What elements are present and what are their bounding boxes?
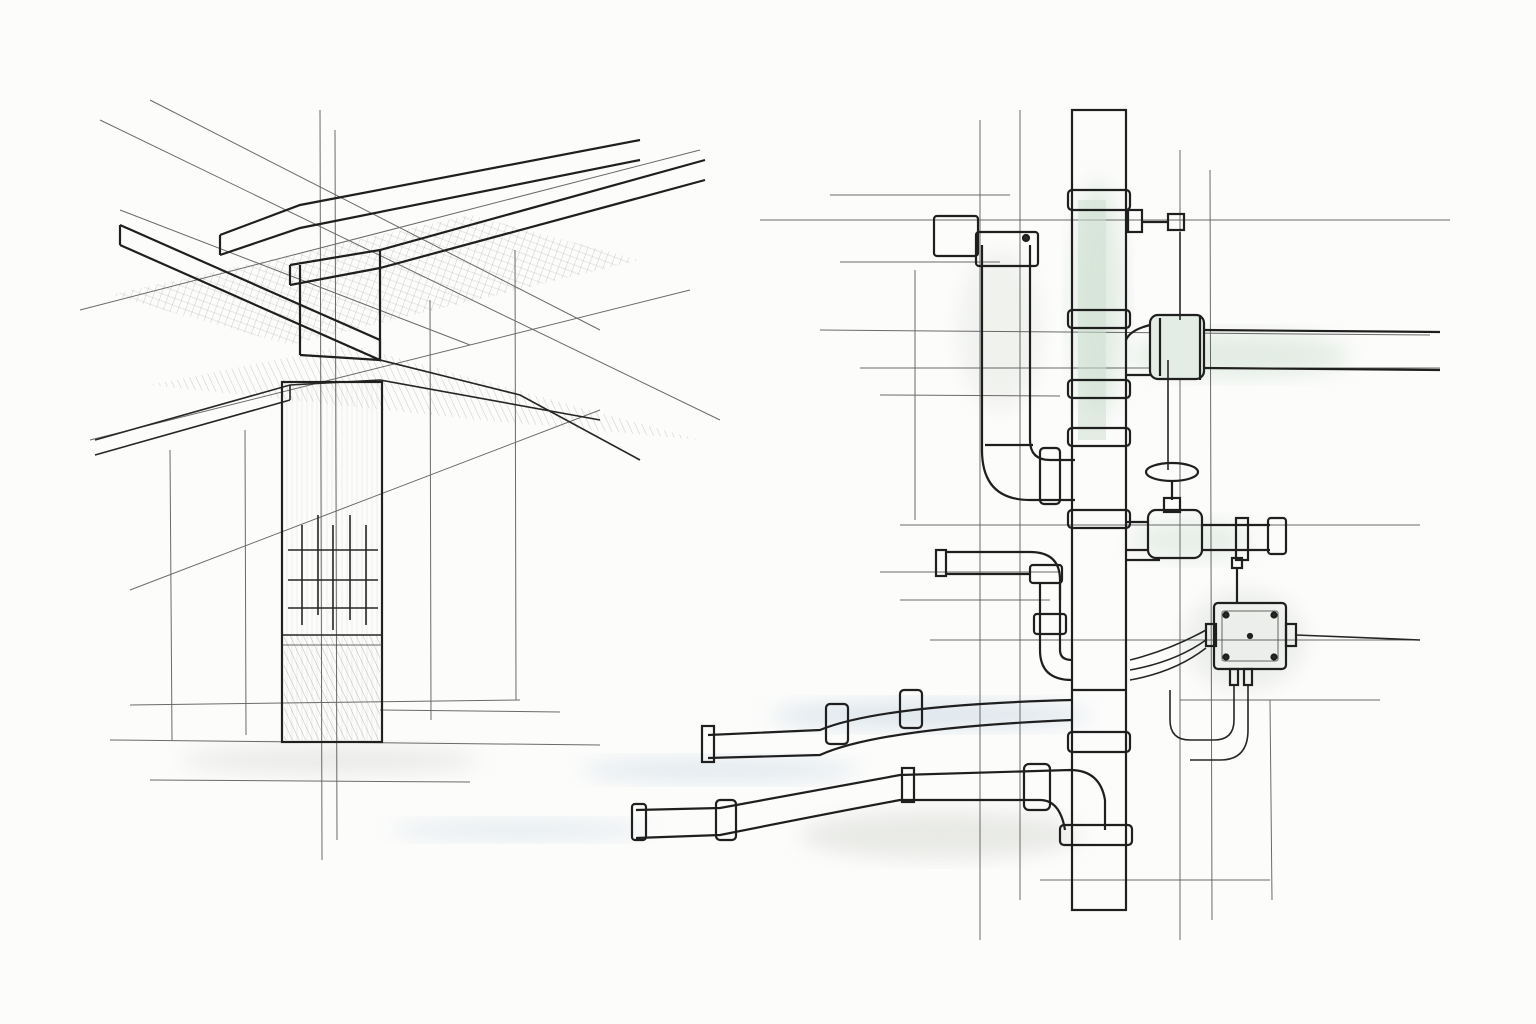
gate-valve: [1126, 461, 1288, 562]
left-bend-pipe: [932, 208, 1186, 506]
lower-pipe-2: [630, 762, 1107, 842]
conduits: [1129, 232, 1421, 761]
beam-column-sketch: [79, 99, 721, 861]
pipework-sketch: [630, 108, 1450, 940]
upper-branch-pipe: [1124, 313, 1441, 381]
junction-box: [1204, 556, 1298, 687]
small-elbow-pipe: [934, 548, 1073, 682]
lower-pipe-1: [700, 688, 1126, 764]
main-vertical-pipe: [1058, 108, 1134, 912]
